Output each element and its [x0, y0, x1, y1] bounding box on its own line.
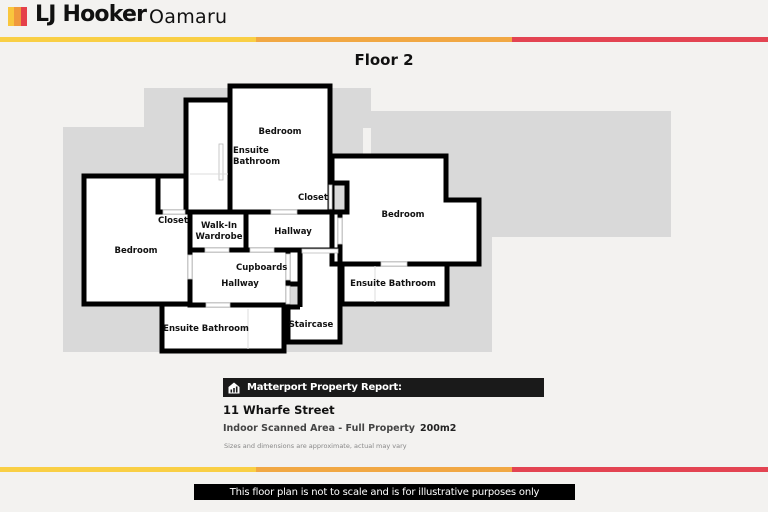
lj-hooker-logo-icon	[8, 7, 27, 26]
scanned-area-value: 200m2	[420, 423, 457, 434]
brand-name: LJ Hooker	[35, 2, 147, 27]
office-name: Oamaru	[149, 6, 228, 28]
room-label-closet-top: Closet	[298, 193, 328, 203]
room-label-bedroom-left: Bedroom	[114, 246, 158, 256]
room-label-ensuite-bottom: Ensuite Bathroom	[163, 324, 249, 334]
matterport-report-banner: Matterport Property Report:	[223, 378, 544, 397]
room-label-cupboards: Cupboards	[236, 263, 288, 273]
scale-disclaimer: This floor plan is not to scale and is f…	[194, 484, 575, 500]
property-address: 11 Wharfe Street	[223, 403, 335, 417]
header: LJ Hooker Oamaru	[0, 0, 768, 38]
room-label-hallway-upper: Hallway	[274, 227, 312, 237]
doors	[162, 143, 408, 308]
top-color-stripe	[0, 37, 768, 42]
scanned-area-label: Indoor Scanned Area - Full Property	[223, 423, 415, 434]
scanned-area: Indoor Scanned Area - Full Property 200m2	[223, 423, 456, 434]
room-label-bedroom-right: Bedroom	[381, 210, 425, 220]
room-label-ensuite-right: Ensuite Bathroom	[350, 279, 436, 289]
room-label-closet-left: Closet	[158, 216, 188, 226]
bottom-color-stripe	[0, 467, 768, 472]
floor-title: Floor 2	[354, 51, 414, 69]
room-label-ensuite-top: Ensuite Bathroom	[233, 146, 281, 167]
dimensions-note: Sizes and dimensions are approximate, ac…	[224, 442, 407, 450]
room-label-walkin-wardrobe: Walk-In Wardrobe	[195, 221, 243, 242]
room-label-staircase: Staircase	[288, 320, 334, 330]
report-title: Matterport Property Report:	[247, 382, 402, 393]
room-label-bedroom-top: Bedroom	[258, 127, 302, 137]
house-chart-icon	[228, 382, 240, 393]
room-label-hallway-lower: Hallway	[221, 279, 259, 289]
room-fills	[84, 86, 480, 351]
